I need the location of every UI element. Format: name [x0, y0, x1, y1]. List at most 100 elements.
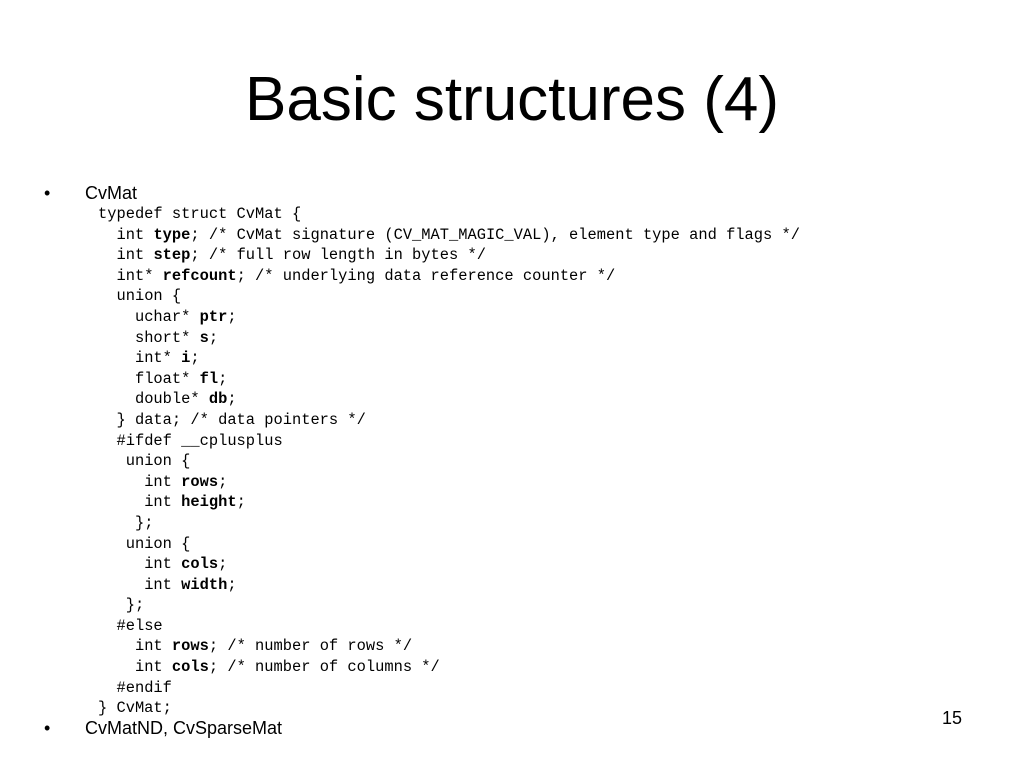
code-text: ; [218, 472, 228, 491]
code-line: union { [98, 451, 800, 472]
code-indent [98, 473, 144, 491]
code-text: ; [218, 369, 228, 388]
code-line: int width; [98, 575, 800, 596]
code-indent [98, 617, 116, 635]
code-identifier: step [153, 246, 191, 265]
code-line: }; [98, 513, 800, 534]
code-text: short* [134, 328, 200, 347]
code-line: int type; /* CvMat signature (CV_MAT_MAG… [98, 225, 800, 246]
code-line: } CvMat; [98, 698, 800, 719]
code-line: #ifdef __cplusplus [98, 431, 800, 452]
code-line: double* db; [98, 389, 800, 410]
code-line: union { [98, 534, 800, 555]
code-line: uchar* ptr; [98, 307, 800, 328]
code-text: int [134, 658, 172, 677]
code-identifier: fl [199, 369, 219, 388]
code-text: typedef struct CvMat { [98, 205, 302, 223]
code-text: int [116, 246, 154, 265]
code-text: ; /* number of rows */ [208, 637, 413, 656]
code-line: int rows; [98, 472, 800, 493]
code-line: #else [98, 616, 800, 637]
bullet-marker: • [44, 718, 51, 738]
code-block: typedef struct CvMat { int type; /* CvMa… [98, 204, 800, 719]
code-text: int [134, 637, 172, 656]
code-text: #ifdef __cplusplus [116, 431, 283, 450]
code-text: ; /* number of columns */ [208, 658, 440, 677]
code-line: int cols; [98, 554, 800, 575]
bullet-item-cvmat: • CvMat [44, 182, 137, 204]
code-identifier: db [208, 390, 228, 409]
code-identifier: rows [171, 637, 209, 656]
code-identifier: type [153, 225, 191, 244]
code-text: }; [134, 513, 154, 532]
code-text: union { [116, 287, 182, 306]
bullet-marker: • [44, 183, 51, 203]
code-text: int [116, 225, 154, 244]
code-indent [98, 535, 126, 553]
bullet-text: CvMatND, CvSparseMat [85, 718, 283, 738]
code-text: ; /* full row length in bytes */ [190, 246, 486, 265]
code-line: }; [98, 595, 800, 616]
code-indent [98, 226, 116, 244]
code-text: ; [227, 307, 237, 326]
code-indent [98, 576, 144, 594]
code-indent [98, 411, 116, 429]
code-text: ; [236, 493, 246, 512]
code-indent [98, 658, 135, 676]
code-text: ; [190, 349, 200, 368]
code-text: ; /* underlying data reference counter *… [236, 266, 616, 285]
code-indent [98, 679, 116, 697]
code-text: int [144, 575, 182, 594]
code-identifier: rows [181, 472, 219, 491]
code-line: int* refcount; /* underlying data refere… [98, 266, 800, 287]
code-indent [98, 452, 126, 470]
code-text: int [144, 555, 182, 574]
code-line: union { [98, 286, 800, 307]
code-identifier: cols [181, 555, 219, 574]
code-line: #endif [98, 678, 800, 699]
code-text: } data; /* data pointers */ [116, 410, 366, 429]
code-identifier: ptr [199, 307, 228, 326]
code-identifier: cols [171, 658, 209, 677]
code-line: typedef struct CvMat { [98, 204, 800, 225]
slide-title: Basic structures (4) [244, 65, 780, 134]
code-text: ; [218, 555, 228, 574]
code-line: } data; /* data pointers */ [98, 410, 800, 431]
code-indent [98, 555, 144, 573]
bullet-text: CvMat [85, 183, 138, 203]
code-indent [98, 432, 116, 450]
code-text: ; [227, 390, 237, 409]
code-indent [98, 287, 116, 305]
code-text: union { [125, 452, 191, 471]
code-line: int step; /* full row length in bytes */ [98, 245, 800, 266]
code-text: #endif [116, 678, 172, 697]
code-indent [98, 637, 135, 655]
code-indent [98, 308, 135, 326]
code-text: uchar* [134, 307, 200, 326]
code-text: union { [125, 534, 191, 553]
code-indent [98, 596, 126, 614]
code-text: float* [134, 369, 200, 388]
code-line: int cols; /* number of columns */ [98, 657, 800, 678]
code-text: ; [208, 328, 219, 347]
code-text: int [144, 493, 182, 512]
code-line: int rows; /* number of rows */ [98, 636, 800, 657]
code-line: int height; [98, 492, 800, 513]
code-identifier: refcount [162, 266, 237, 285]
code-text: } CvMat; [98, 699, 172, 718]
code-line: short* s; [98, 328, 800, 349]
code-line: float* fl; [98, 369, 800, 390]
code-text: int [144, 472, 182, 491]
code-indent [98, 267, 116, 285]
code-text: ; /* CvMat signature (CV_MAT_MAGIC_VAL),… [190, 225, 800, 244]
bullet-item-cvmatnd: • CvMatND, CvSparseMat [44, 717, 282, 739]
code-indent [98, 390, 135, 408]
code-identifier: i [181, 349, 191, 368]
code-indent [98, 329, 135, 347]
code-text: }; [125, 596, 145, 615]
code-indent [98, 370, 135, 388]
code-identifier: s [199, 328, 209, 347]
code-indent [98, 349, 135, 367]
code-indent [98, 514, 135, 532]
